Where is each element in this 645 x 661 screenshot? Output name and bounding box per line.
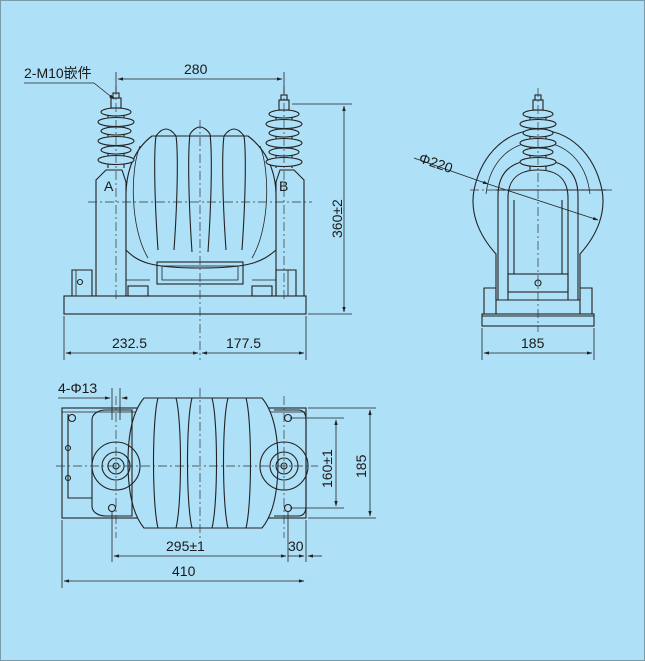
dim-total-length-410: 410: [172, 563, 196, 579]
front-right-foot: [275, 269, 297, 296]
top-view: 4-Φ13 160±1 185 295±1 30 410: [56, 380, 376, 588]
dim-height-360: 360±2: [329, 199, 345, 238]
dim-left-232-5: 232.5: [112, 335, 147, 351]
top-main-body: [127, 397, 279, 529]
side-view: Φ220 185: [413, 88, 612, 360]
front-rib-2: [188, 133, 212, 253]
mounting-hole: [67, 413, 77, 423]
dim-offset-30: 30: [288, 538, 304, 554]
front-main-body: [125, 135, 277, 269]
dim-diameter-220: Φ220: [417, 150, 455, 176]
insert-callout: 2-M10嵌件: [24, 65, 92, 81]
dim-hole-spacing-295: 295±1: [166, 538, 205, 554]
dim-right-177-5: 177.5: [226, 335, 261, 351]
front-left-foot: [71, 269, 93, 296]
dim-side-width-185: 185: [521, 335, 545, 351]
front-rib-3: [222, 135, 246, 251]
front-rib-1: [154, 135, 178, 251]
front-view: A B 2-M10嵌件 280 360±2 232.5 177.5: [24, 61, 352, 360]
dim-top-depth-185: 185: [353, 454, 369, 478]
front-base-plate: [63, 295, 307, 315]
mounting-hole: [107, 503, 117, 513]
dim-top-280: 280: [184, 61, 208, 77]
terminal-b-label: B: [279, 178, 288, 194]
dim-hole-depth-160: 160±1: [319, 449, 335, 488]
hole-callout: 4-Φ13: [58, 380, 97, 396]
terminal-a-label: A: [104, 178, 114, 194]
